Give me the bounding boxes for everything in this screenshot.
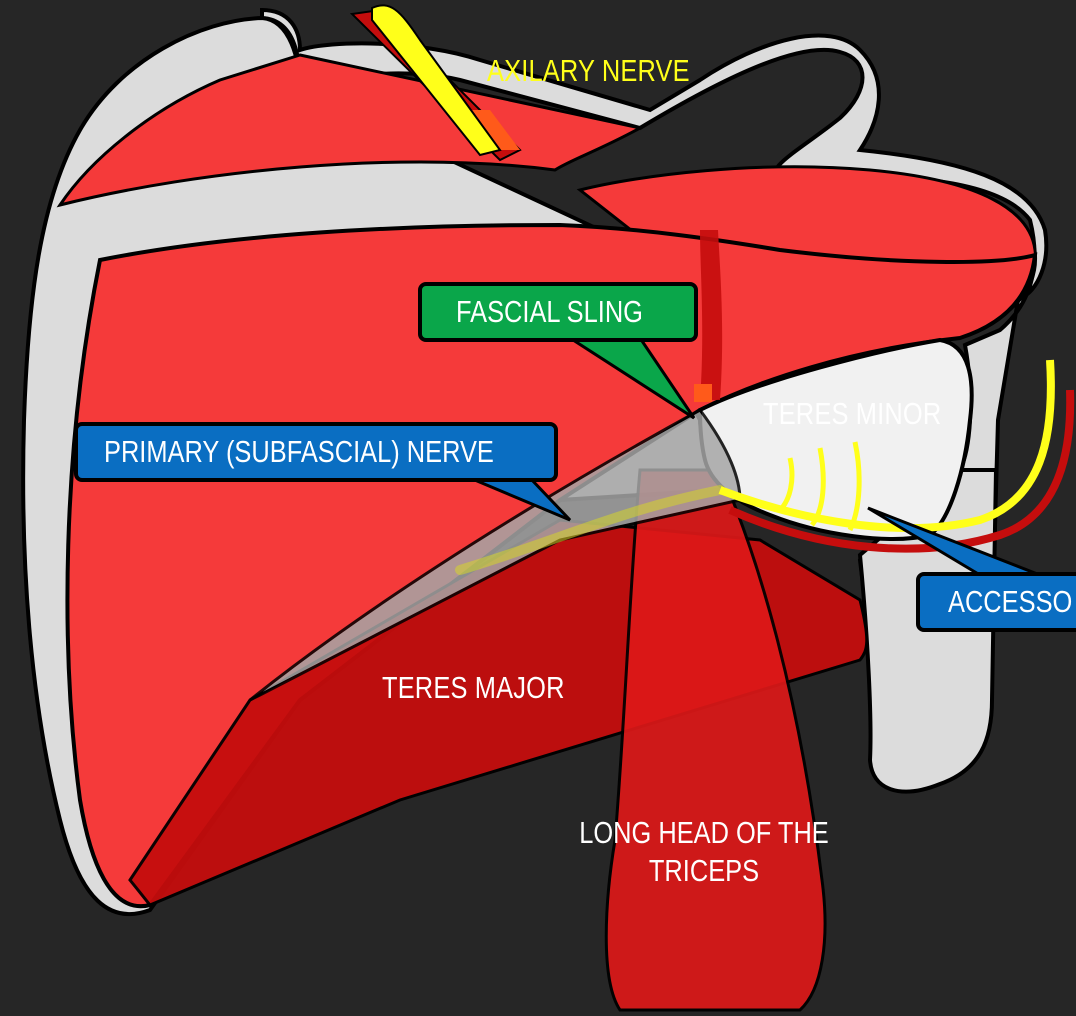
triceps-long-head-label-line-2: TRICEPS xyxy=(556,852,851,890)
fascial-sling-label: FASCIAL SLING xyxy=(456,294,643,330)
accessory-label: ACCESSO xyxy=(948,584,1072,620)
teres-major-label: TERES MAJOR xyxy=(382,670,565,706)
triceps-long-head-label: LONG HEAD OF THE TRICEPS xyxy=(524,814,884,890)
triceps-long-head-label-line-1: LONG HEAD OF THE xyxy=(556,814,851,852)
teres-minor-label: TERES MINOR xyxy=(763,396,941,432)
axillary-nerve-label: AXILARY NERVE xyxy=(487,53,690,89)
fascial-sling-strip xyxy=(700,230,722,400)
fascial-sling-knot xyxy=(694,384,712,402)
triceps-long-head-muscle xyxy=(606,470,825,1010)
primary-nerve-label: PRIMARY (SUBFASCIAL) NERVE xyxy=(104,434,494,470)
